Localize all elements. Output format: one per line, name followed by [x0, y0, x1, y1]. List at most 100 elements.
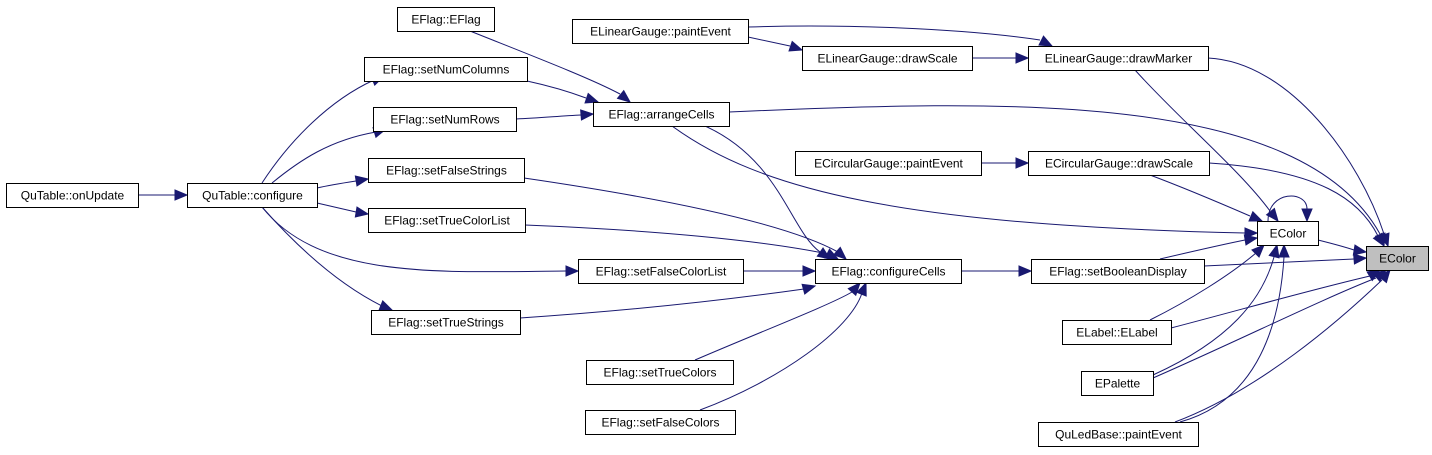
node-box[interactable]: [1038, 422, 1199, 447]
node-box[interactable]: [585, 410, 736, 435]
node-label: EColor: [1270, 227, 1307, 241]
node-box[interactable]: [1366, 246, 1429, 271]
node-ef-numrows[interactable]: EFlag::setNumRows: [373, 107, 517, 132]
edges: [138, 25, 1391, 423]
node-ecg-paint[interactable]: ECircularGauge::paintEvent: [795, 151, 982, 176]
arrowhead-ef_truestr-to-ef_configure: [801, 283, 817, 295]
arrowhead-elg_marker-to-ecolor: [1265, 207, 1279, 223]
node-label: ELinearGauge::drawMarker: [1045, 52, 1192, 66]
node-box[interactable]: [802, 46, 973, 71]
arrowhead-qt_config-to-ef_truecl: [354, 206, 370, 218]
node-box[interactable]: [593, 102, 730, 127]
node-box[interactable]: [1028, 46, 1209, 71]
node-label: ELabel::ELabel: [1076, 326, 1157, 340]
node-qt-config[interactable]: QuTable::configure: [187, 183, 318, 208]
arrowhead-elg_paint-to-elg_scale: [788, 40, 804, 52]
node-box[interactable]: [364, 57, 528, 82]
edge-elg_marker-to-ecolor_target: [1207, 57, 1385, 235]
arrowhead-ef_truecol-to-ef_configure: [847, 282, 861, 297]
node-label: EFlag::setTrueColorList: [384, 214, 510, 228]
node-box[interactable]: [795, 151, 982, 176]
node-label: EFlag::setNumRows: [390, 113, 499, 127]
node-label: EFlag::configureCells: [831, 265, 945, 279]
node-label: ECircularGauge::paintEvent: [814, 157, 963, 171]
node-box[interactable]: [373, 107, 517, 132]
edge-ecg_scale-to-ecolor_target: [1208, 162, 1379, 237]
node-ef-falsecol[interactable]: EFlag::setFalseColors: [585, 410, 736, 435]
node-box[interactable]: [1028, 151, 1210, 176]
node-box[interactable]: [1081, 371, 1154, 396]
node-box[interactable]: [578, 259, 744, 284]
node-box[interactable]: [368, 158, 525, 183]
arrowhead-ecolor-to-ecolor: [1301, 208, 1313, 223]
node-quled[interactable]: QuLedBase::paintEvent: [1038, 422, 1199, 447]
node-elg-paint[interactable]: ELinearGauge::paintEvent: [572, 19, 749, 44]
node-ef-truecl[interactable]: EFlag::setTrueColorList: [368, 208, 526, 233]
edge-ef_numcols-to-ef_arrange: [526, 80, 587, 99]
node-ecolor-target[interactable]: EColor: [1366, 246, 1429, 271]
edge-ef_falsecol-to-ef_configure: [699, 292, 863, 411]
node-box[interactable]: [1257, 221, 1319, 246]
node-ef-truecol[interactable]: EFlag::setTrueColors: [586, 360, 734, 385]
edge-ecolor-to-ecolor: [1267, 195, 1308, 222]
edge-ef_falsestr-to-ef_configure: [523, 177, 839, 253]
arrowhead-ef_falsecl-to-ef_configure: [802, 265, 817, 277]
node-box[interactable]: [586, 360, 734, 385]
arrowhead-ef_falsestr-to-ef_configure: [832, 246, 847, 260]
node-box[interactable]: [1031, 259, 1205, 284]
node-box[interactable]: [371, 310, 521, 335]
arrowhead-elg_paint-to-elg_marker: [1038, 35, 1054, 47]
node-ef-arrange[interactable]: EFlag::arrangeCells: [593, 102, 730, 127]
node-box[interactable]: [187, 183, 318, 208]
arrowhead-ef_configure-to-ef_booldisp: [1018, 265, 1033, 277]
node-ef-configure[interactable]: EFlag::configureCells: [815, 259, 962, 284]
arrowhead-ecg_scale-to-ecolor: [1248, 210, 1264, 222]
node-ecolor[interactable]: EColor: [1257, 221, 1319, 246]
node-label: ELinearGauge::drawScale: [817, 52, 957, 66]
arrowhead-ef_numcols-to-ef_arrange: [584, 92, 600, 104]
edge-ef_arrange-to-ecolor_target: [728, 105, 1381, 235]
node-label: EPalette: [1095, 377, 1141, 391]
node-elabel[interactable]: ELabel::ELabel: [1062, 320, 1172, 345]
arrowhead-qt_update-to-qt_config: [174, 189, 189, 201]
node-ecg-scale[interactable]: ECircularGauge::drawScale: [1028, 151, 1210, 176]
arrowhead-ecg_scale-to-ecolor_target: [1372, 232, 1385, 248]
node-label: EFlag::setFalseColors: [601, 416, 719, 430]
edge-elg_marker-to-ecolor: [1134, 69, 1271, 212]
edge-quled-to-ecolor_target: [1174, 279, 1383, 423]
node-box[interactable]: [368, 208, 526, 233]
node-epalette[interactable]: EPalette: [1081, 371, 1154, 396]
node-box[interactable]: [815, 259, 962, 284]
edge-elg_paint-to-elg_scale: [747, 36, 791, 47]
node-ef-falsecl[interactable]: EFlag::setFalseColorList: [578, 259, 744, 284]
node-ef-eflag[interactable]: EFlag::EFlag: [397, 7, 495, 32]
edge-elabel-to-ecolor_target: [1170, 275, 1371, 329]
node-label: QuLedBase::paintEvent: [1055, 428, 1182, 442]
node-label: EFlag::setFalseColorList: [596, 265, 727, 279]
node-box[interactable]: [6, 183, 139, 208]
node-ef-booldisp[interactable]: EFlag::setBooleanDisplay: [1031, 259, 1205, 284]
node-ef-numcols[interactable]: EFlag::setNumColumns: [364, 57, 528, 82]
node-box[interactable]: [1062, 320, 1172, 345]
edge-ef_eflag-to-ef_arrange: [469, 30, 621, 95]
node-label: QuTable::configure: [202, 189, 303, 203]
arrowhead-ecg_paint-to-ecg_scale: [1015, 157, 1030, 169]
node-ef-falsestr[interactable]: EFlag::setFalseStrings: [368, 158, 525, 183]
arrowhead-elabel-to-ecolor: [1251, 244, 1265, 258]
arrowhead-ef_falsecol-to-ef_configure: [856, 281, 867, 297]
node-elg-marker[interactable]: ELinearGauge::drawMarker: [1028, 46, 1209, 71]
node-elg-scale[interactable]: ELinearGauge::drawScale: [802, 46, 973, 71]
edge-ef_numrows-to-ef_arrange: [515, 114, 582, 120]
node-box[interactable]: [397, 7, 495, 32]
node-label: EFlag::arrangeCells: [608, 108, 714, 122]
node-ef-truestr[interactable]: EFlag::setTrueStrings: [371, 310, 521, 335]
edge-ef_truestr-to-ef_configure: [519, 288, 805, 319]
node-label: EColor: [1379, 252, 1416, 266]
node-qt-update[interactable]: QuTable::onUpdate: [6, 183, 139, 208]
node-box[interactable]: [572, 19, 749, 44]
arrowhead-ef_numrows-to-ef_arrange: [580, 109, 595, 121]
edge-ef_arrange-to-ef_configure: [704, 125, 821, 253]
edge-ef_truecol-to-ef_configure: [694, 291, 853, 361]
edge-ef_truecl-to-ef_configure: [524, 224, 829, 255]
